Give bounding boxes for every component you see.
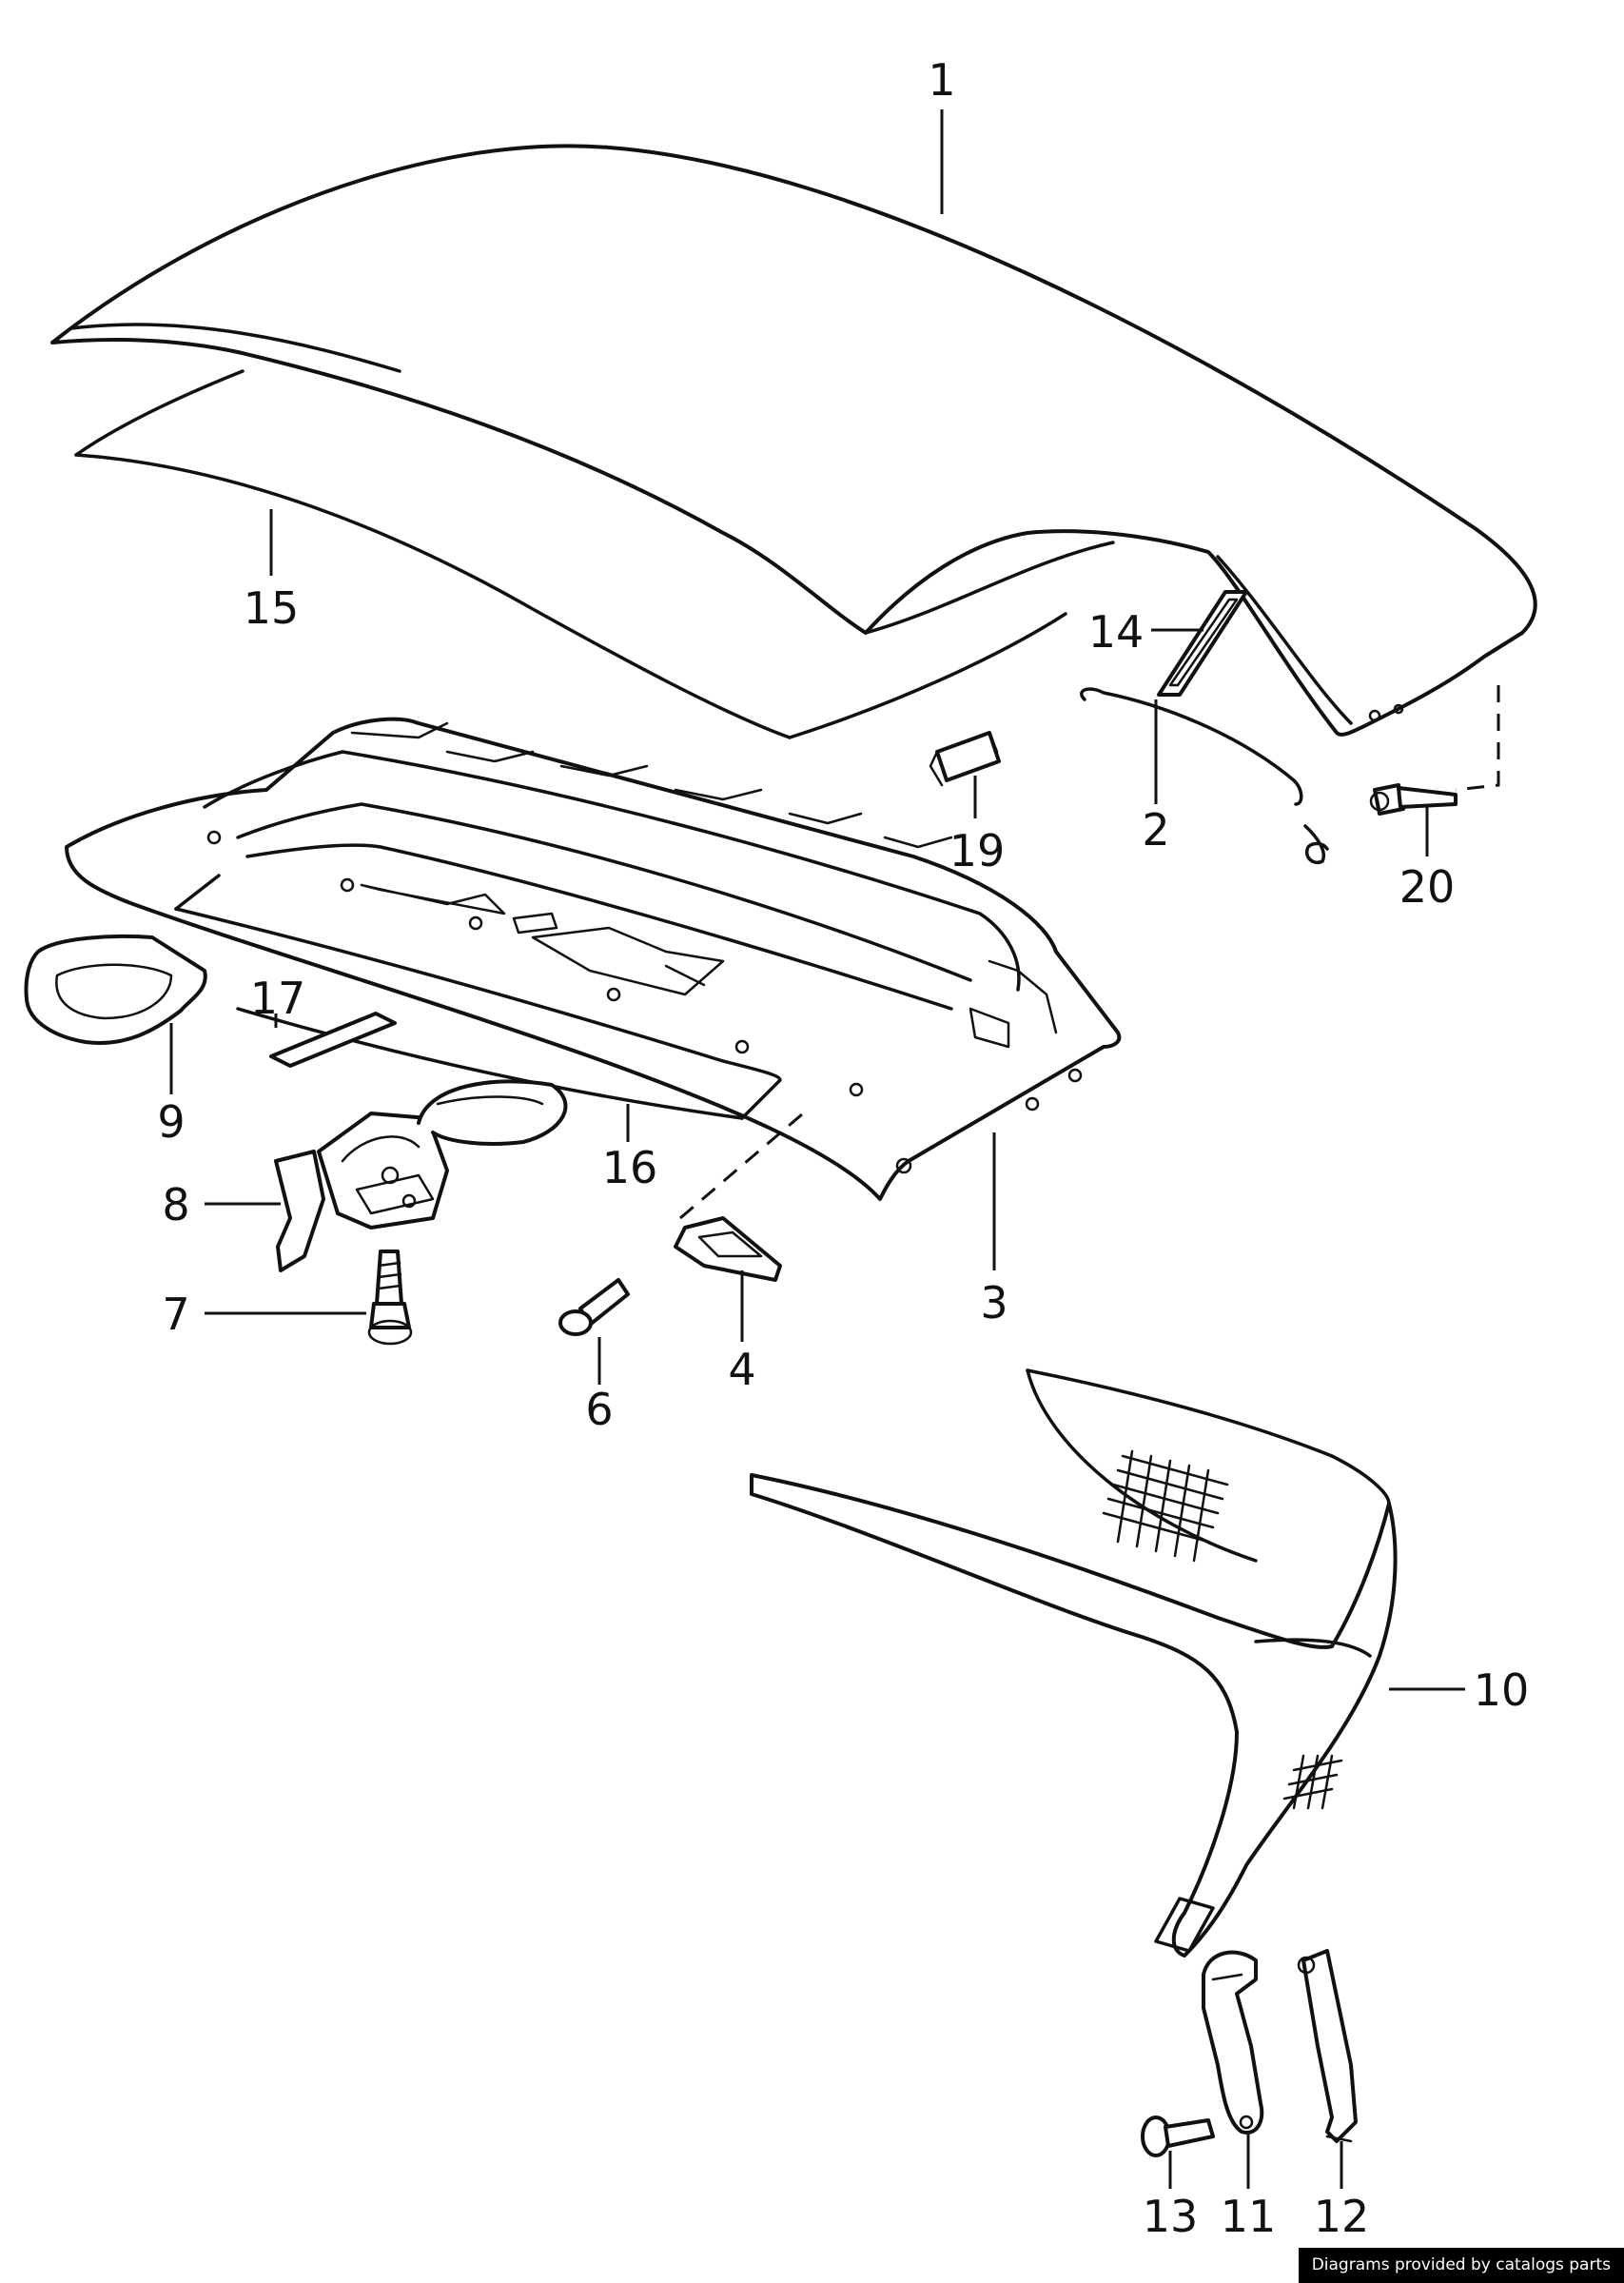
callout-15: 15	[244, 582, 300, 634]
callout-3: 3	[980, 1277, 1008, 1328]
footer-credit: Diagrams provided by catalogs parts	[1298, 2248, 1624, 2283]
trim-ring	[24, 934, 207, 1045]
callout-19: 19	[949, 825, 1006, 876]
cable	[1080, 687, 1329, 864]
rear-shelf-panel	[65, 717, 1122, 1201]
trim-strip	[1157, 590, 1248, 697]
callout-10: 10	[1474, 1664, 1530, 1716]
hardtop-shell	[50, 144, 1537, 737]
callout-20: 20	[1399, 861, 1456, 913]
callout-6: 6	[585, 1384, 613, 1435]
mesh-upper	[1102, 1449, 1229, 1563]
bolt-6	[558, 1278, 630, 1336]
callout-4: 4	[728, 1344, 755, 1395]
pin-13	[1141, 2116, 1215, 2157]
roof-liner	[74, 369, 1067, 739]
callout-17: 17	[250, 973, 306, 1024]
screw-7	[367, 1250, 413, 1346]
side-trim-panel	[750, 1368, 1398, 1958]
callout-12: 12	[1314, 2191, 1370, 2242]
leader-lines	[169, 109, 1465, 2189]
bracket-11	[1202, 1950, 1264, 2135]
callout-13: 13	[1143, 2191, 1199, 2242]
callout-9: 9	[157, 1096, 185, 1148]
callout-11: 11	[1221, 2191, 1277, 2242]
callout-7: 7	[162, 1289, 189, 1340]
callout-1: 1	[928, 54, 955, 106]
rod-12	[1297, 1949, 1358, 2143]
callout-14: 14	[1088, 606, 1145, 658]
small-strip	[269, 1012, 397, 1068]
liner-sheet	[174, 874, 782, 1120]
mount-bracket	[674, 1107, 810, 1282]
callout-16: 16	[602, 1142, 658, 1193]
alignment-line-20	[1455, 685, 1500, 792]
callout-labels: 1 2 3 4 6 7 8 9 10 11 12 13 14 15 16 17 …	[157, 54, 1529, 2242]
callout-8: 8	[162, 1179, 189, 1230]
mesh-lower	[1282, 1754, 1343, 1810]
clip	[929, 731, 1001, 787]
callout-2: 2	[1142, 804, 1169, 856]
latch-hinge	[274, 1079, 568, 1272]
screw-20	[1369, 783, 1458, 816]
